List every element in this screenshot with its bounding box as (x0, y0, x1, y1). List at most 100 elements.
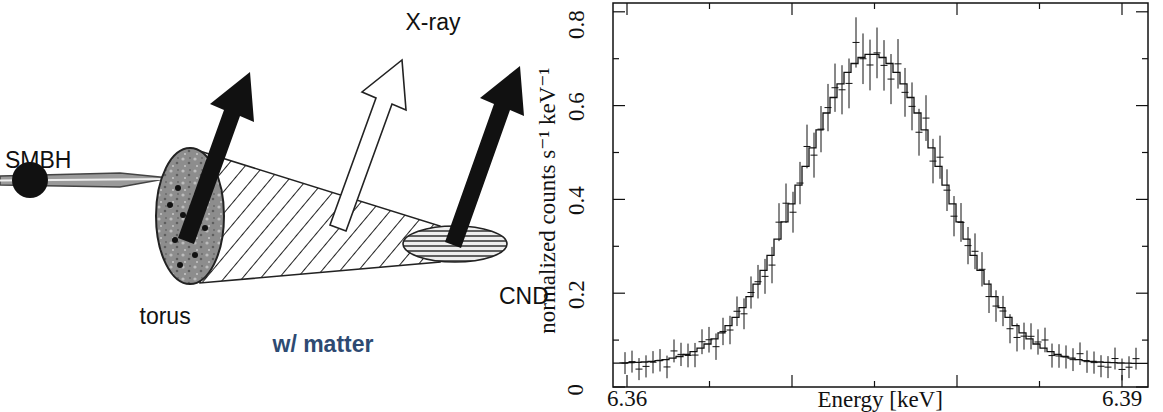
stroke (681, 343, 682, 366)
stroke (1101, 355, 1102, 377)
stroke (793, 192, 794, 233)
stroke (772, 247, 773, 283)
stroke (653, 351, 654, 373)
stroke (613, 152, 619, 153)
stroke (1136, 199, 1148, 200)
stroke (1039, 3, 1040, 9)
data-points (622, 17, 1140, 380)
stroke (660, 349, 661, 371)
stroke (758, 265, 759, 299)
model-curve (613, 54, 1148, 363)
stroke (751, 276, 752, 308)
stroke (1010, 314, 1011, 343)
stroke (1039, 381, 1040, 387)
stroke (821, 106, 822, 152)
stroke (814, 133, 815, 178)
stroke (800, 162, 801, 204)
stroke (730, 316, 731, 344)
stroke (791, 375, 792, 387)
stroke (709, 327, 710, 353)
stroke (613, 199, 625, 200)
plot-frame (613, 3, 1148, 387)
stroke (870, 40, 871, 91)
stroke (716, 333, 717, 359)
stroke (1142, 152, 1148, 153)
tick-label: 6.39 (1102, 386, 1142, 411)
tick-label: 0.6 (563, 92, 588, 121)
arrow-black (445, 66, 524, 248)
stroke (626, 3, 627, 15)
stroke (1066, 345, 1067, 368)
stroke (1080, 342, 1081, 365)
tick-label: 0.8 (563, 10, 588, 39)
stroke (1038, 329, 1039, 354)
stroke (688, 344, 689, 368)
stroke (842, 65, 843, 114)
stroke (1115, 348, 1116, 370)
stroke (646, 355, 647, 377)
stroke (709, 3, 710, 9)
stroke (1059, 344, 1060, 368)
stroke (912, 82, 913, 130)
stroke (737, 296, 738, 326)
stroke (695, 343, 696, 367)
axis-title: Energy [keV] (818, 387, 943, 412)
stroke (989, 280, 990, 313)
stroke (709, 381, 710, 387)
arrow-white (330, 60, 406, 231)
stroke (1017, 323, 1018, 351)
stroke (639, 358, 640, 380)
stroke (954, 196, 955, 236)
tick-label: 0 (563, 383, 588, 395)
stroke (1136, 105, 1148, 106)
stroke (667, 356, 668, 379)
stroke (874, 381, 875, 387)
stroke (1121, 3, 1122, 15)
stroke (863, 33, 864, 84)
annotation: w/ matter (273, 332, 374, 357)
stroke (779, 203, 780, 241)
stroke (807, 125, 808, 169)
stroke (1087, 350, 1088, 372)
stroke (1052, 344, 1053, 368)
stroke (982, 252, 983, 286)
stroke (1136, 293, 1148, 294)
stroke (874, 3, 875, 9)
stroke (1031, 323, 1032, 349)
part-label: SMBH (5, 148, 71, 173)
stroke (613, 58, 619, 59)
stroke (996, 290, 997, 322)
stroke (1142, 246, 1148, 247)
tick-label: 0.4 (563, 186, 588, 215)
stroke (613, 246, 619, 247)
stroke (1024, 323, 1025, 350)
stroke (1142, 58, 1148, 59)
stroke (926, 95, 927, 141)
model-histogram (613, 54, 1148, 363)
stroke (856, 17, 857, 67)
cone (190, 148, 440, 283)
stroke (1122, 359, 1123, 381)
stroke (940, 136, 941, 179)
stroke (947, 169, 948, 211)
stroke (1142, 340, 1148, 341)
stroke (898, 39, 899, 89)
stroke (877, 28, 878, 79)
stroke (723, 318, 724, 345)
stroke (1073, 348, 1074, 371)
stroke (632, 351, 633, 373)
stroke (961, 203, 962, 242)
stroke (905, 68, 906, 117)
stroke (613, 11, 625, 12)
stroke (1003, 296, 1004, 326)
stroke (765, 259, 766, 294)
stroke (626, 375, 627, 387)
stroke (956, 3, 957, 15)
stroke (1108, 356, 1109, 378)
stroke (975, 233, 976, 269)
stroke (835, 64, 836, 112)
stroke (674, 339, 675, 362)
stroke (786, 184, 787, 223)
stroke (968, 227, 969, 264)
